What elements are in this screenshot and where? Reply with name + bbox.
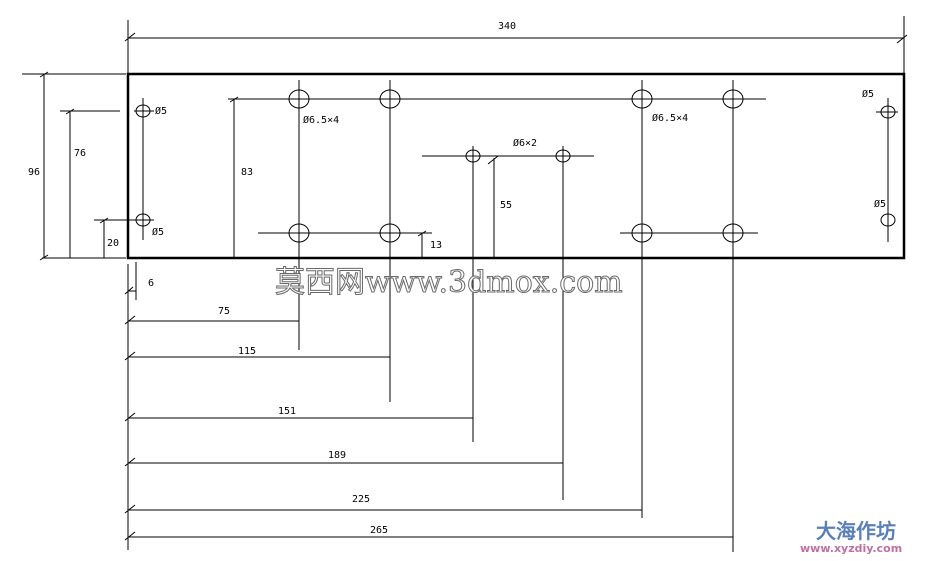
overall-width-tick-left (124, 32, 136, 42)
dim-189-tick (124, 457, 136, 467)
hole-75-top (288, 89, 310, 109)
height-13-tick (417, 230, 427, 237)
dim-6-label: 6 (148, 278, 154, 289)
dim-115-label: 115 (238, 346, 256, 357)
hole-189 (555, 149, 571, 163)
dim-265-label: 265 (370, 525, 388, 536)
watermark-main: 莫西网www.3dmox.com (275, 265, 623, 300)
hole-225-top (631, 89, 653, 109)
dim-75-label: 75 (218, 306, 230, 317)
hole-265-top (722, 89, 744, 109)
dim-265-tick (124, 531, 136, 541)
group-right-label: Ø6.5×4 (652, 112, 688, 124)
hole-115-bottom (379, 223, 401, 243)
hole-right-bottom (880, 213, 896, 227)
overall-width-tick-right (896, 34, 908, 44)
dim-75-tick (124, 315, 136, 325)
group-left-label: Ø6.5×4 (303, 114, 339, 126)
height-55-label: 55 (500, 200, 512, 211)
hole-right-top-label: Ø5 (862, 88, 874, 100)
height-96-tick-bottom (39, 254, 49, 261)
height-76-tick-top (65, 108, 75, 115)
dim-189-label: 189 (328, 450, 346, 461)
height-83-label: 83 (241, 167, 253, 178)
dim-225-tick (124, 504, 136, 514)
hole-75-bottom (288, 223, 310, 243)
height-55-tick (487, 155, 499, 165)
hole-225-bottom (631, 223, 653, 243)
hole-151 (465, 149, 481, 163)
height-20-tick-top (99, 217, 109, 224)
dim-225-label: 225 (352, 494, 370, 505)
height-83-tick-top (229, 96, 239, 103)
watermark-corner-cn: 大海作坊 (816, 519, 896, 543)
hole-left-top-label: Ø5 (155, 105, 167, 117)
hole-left-bottom-label: Ø5 (152, 226, 164, 238)
height-76-label: 76 (74, 148, 86, 159)
plate-outline (126, 72, 906, 260)
dim-115-tick (124, 351, 136, 361)
hole-left-bottom (135, 213, 151, 227)
hole-265-bottom (722, 223, 744, 243)
height-96-tick-top (39, 71, 49, 78)
height-20-label: 20 (107, 238, 119, 249)
group-center-label: Ø6×2 (513, 137, 537, 149)
watermark-corner-url: www.xyzdiy.com (800, 542, 902, 555)
dim-151-label: 151 (278, 406, 296, 417)
height-13-label: 13 (430, 240, 442, 251)
hole-115-top (379, 89, 401, 109)
dim-6-tick (124, 286, 134, 295)
height-96-label: 96 (28, 167, 40, 178)
overall-width-label: 340 (498, 21, 516, 32)
hole-right-bottom-label: Ø5 (874, 198, 886, 210)
dim-151-tick (124, 412, 136, 422)
